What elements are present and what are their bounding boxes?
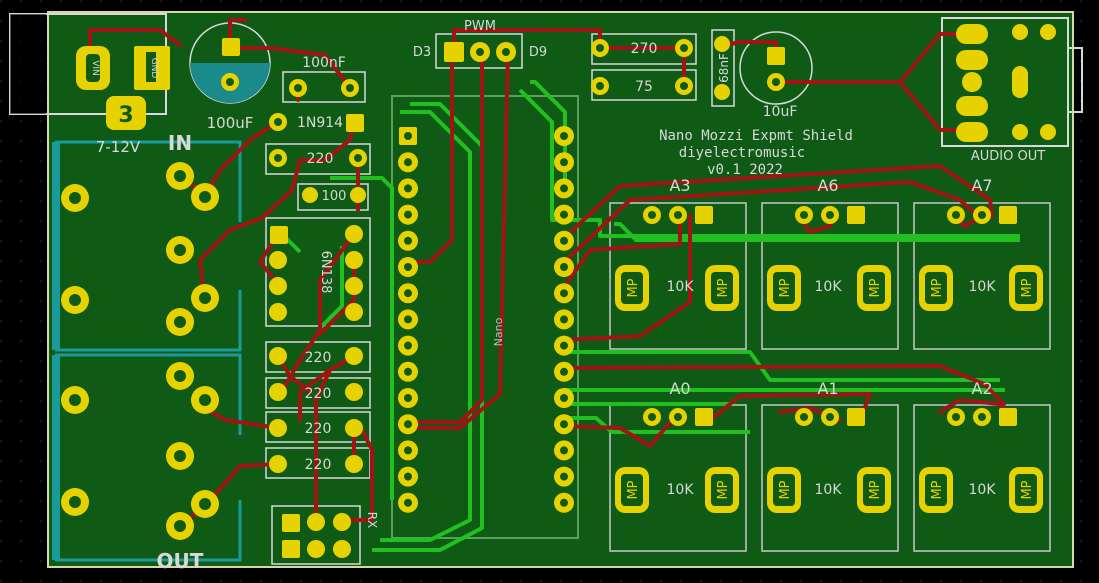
pot-a0-value: 10K <box>667 482 695 498</box>
power-pin-gnd-label: GND <box>149 58 159 79</box>
pot-pad-label: MP <box>778 480 793 499</box>
pot-a7-label: A7 <box>971 176 992 195</box>
pot-a7-outline <box>913 202 1051 350</box>
pot-pin <box>695 408 713 426</box>
audio-jack-outline <box>941 17 1069 147</box>
cap-10uf-label: 10uF <box>763 104 798 120</box>
nano-label: Nano <box>492 317 505 346</box>
pot-pad-label: MP <box>716 480 731 499</box>
cap-100uf-label: 100uF <box>207 114 254 132</box>
pot-pad-label: MP <box>868 480 883 499</box>
cap-68nf-label: 68nF <box>717 53 731 83</box>
pot-a6-outline <box>761 202 899 350</box>
r-100-label: 100 <box>322 189 347 204</box>
r-220-e-label: 220 <box>305 457 332 473</box>
pot-a6-label: A6 <box>817 176 838 195</box>
pot-a2-label: A2 <box>971 379 992 398</box>
pot-a7-value: 10K <box>969 279 997 295</box>
pot-pin <box>695 206 713 224</box>
audio-out-label: AUDIO OUT <box>971 149 1045 164</box>
potentiometer[interactable]: MP MP <box>615 206 739 311</box>
cap-100nf-label: 100nF <box>302 55 346 71</box>
power-range-label: 7-12V <box>96 138 141 156</box>
cap-10uf-body <box>739 31 813 105</box>
board-title: Nano Mozzi Expmt Shield <box>659 128 853 144</box>
pot-pin <box>999 206 1017 224</box>
pot-pin <box>847 408 865 426</box>
pot-pad-label: MP <box>626 480 641 499</box>
pot-a6-value: 10K <box>815 279 843 295</box>
pot-pad-label: MP <box>930 480 945 499</box>
pot-a3-label: A3 <box>669 176 690 195</box>
pot-pad-label: MP <box>868 278 883 297</box>
pot-pin <box>847 206 865 224</box>
power-jack-pad-3 <box>106 96 146 130</box>
in-label: IN <box>168 131 192 155</box>
pot-a3-outline <box>609 202 747 350</box>
power-pin-vin-label: VIN <box>90 60 100 76</box>
potentiometer[interactable]: MP MP <box>615 408 739 513</box>
nano-right-header <box>554 126 574 513</box>
potentiometer[interactable]: MP MP <box>919 206 1043 311</box>
pot-pin <box>999 408 1017 426</box>
r-75-label: 75 <box>635 79 653 95</box>
pot-a0-label: A0 <box>669 379 690 398</box>
pot-a1-label: A1 <box>817 379 838 398</box>
midi-jumper-label: RX <box>365 512 379 529</box>
r-220-a-label: 220 <box>307 151 334 167</box>
pot-a1-outline <box>761 404 899 552</box>
pot-pad-label: MP <box>1020 278 1035 297</box>
d3-label: D3 <box>413 45 431 60</box>
pot-pad-label: MP <box>626 278 641 297</box>
pot-a2-outline <box>913 404 1051 552</box>
power-badge: 3 <box>118 103 133 128</box>
pot-pad-label: MP <box>778 278 793 297</box>
pwm-label: PWM <box>464 19 496 34</box>
pot-pad-label: MP <box>716 278 731 297</box>
pot-a1-value: 10K <box>815 482 843 498</box>
potentiometer[interactable]: MP MP <box>919 408 1043 513</box>
d9-label: D9 <box>529 45 547 60</box>
pot-pad-label: MP <box>1020 480 1035 499</box>
board-revision: v0.1 2022 <box>707 162 783 178</box>
r-220-b-label: 220 <box>305 350 332 366</box>
out-label: OUT <box>157 549 204 573</box>
pot-a2-value: 10K <box>969 482 997 498</box>
potentiometer[interactable]: MP MP <box>767 408 891 513</box>
midi-out-jack <box>52 353 242 562</box>
nano-left-header <box>398 127 418 513</box>
opto-label: 6N138 <box>318 251 333 294</box>
r-220-d-label: 220 <box>305 421 332 437</box>
r-220-c-label: 220 <box>305 386 332 402</box>
pot-a3-value: 10K <box>667 279 695 295</box>
midi-in-jack <box>52 140 242 352</box>
diode-label: 1N914 <box>297 115 343 131</box>
potentiometer[interactable]: MP MP <box>767 206 891 311</box>
pot-pad-label: MP <box>930 278 945 297</box>
board-author: diyelectromusic <box>679 145 805 161</box>
r-270-label: 270 <box>631 41 658 57</box>
